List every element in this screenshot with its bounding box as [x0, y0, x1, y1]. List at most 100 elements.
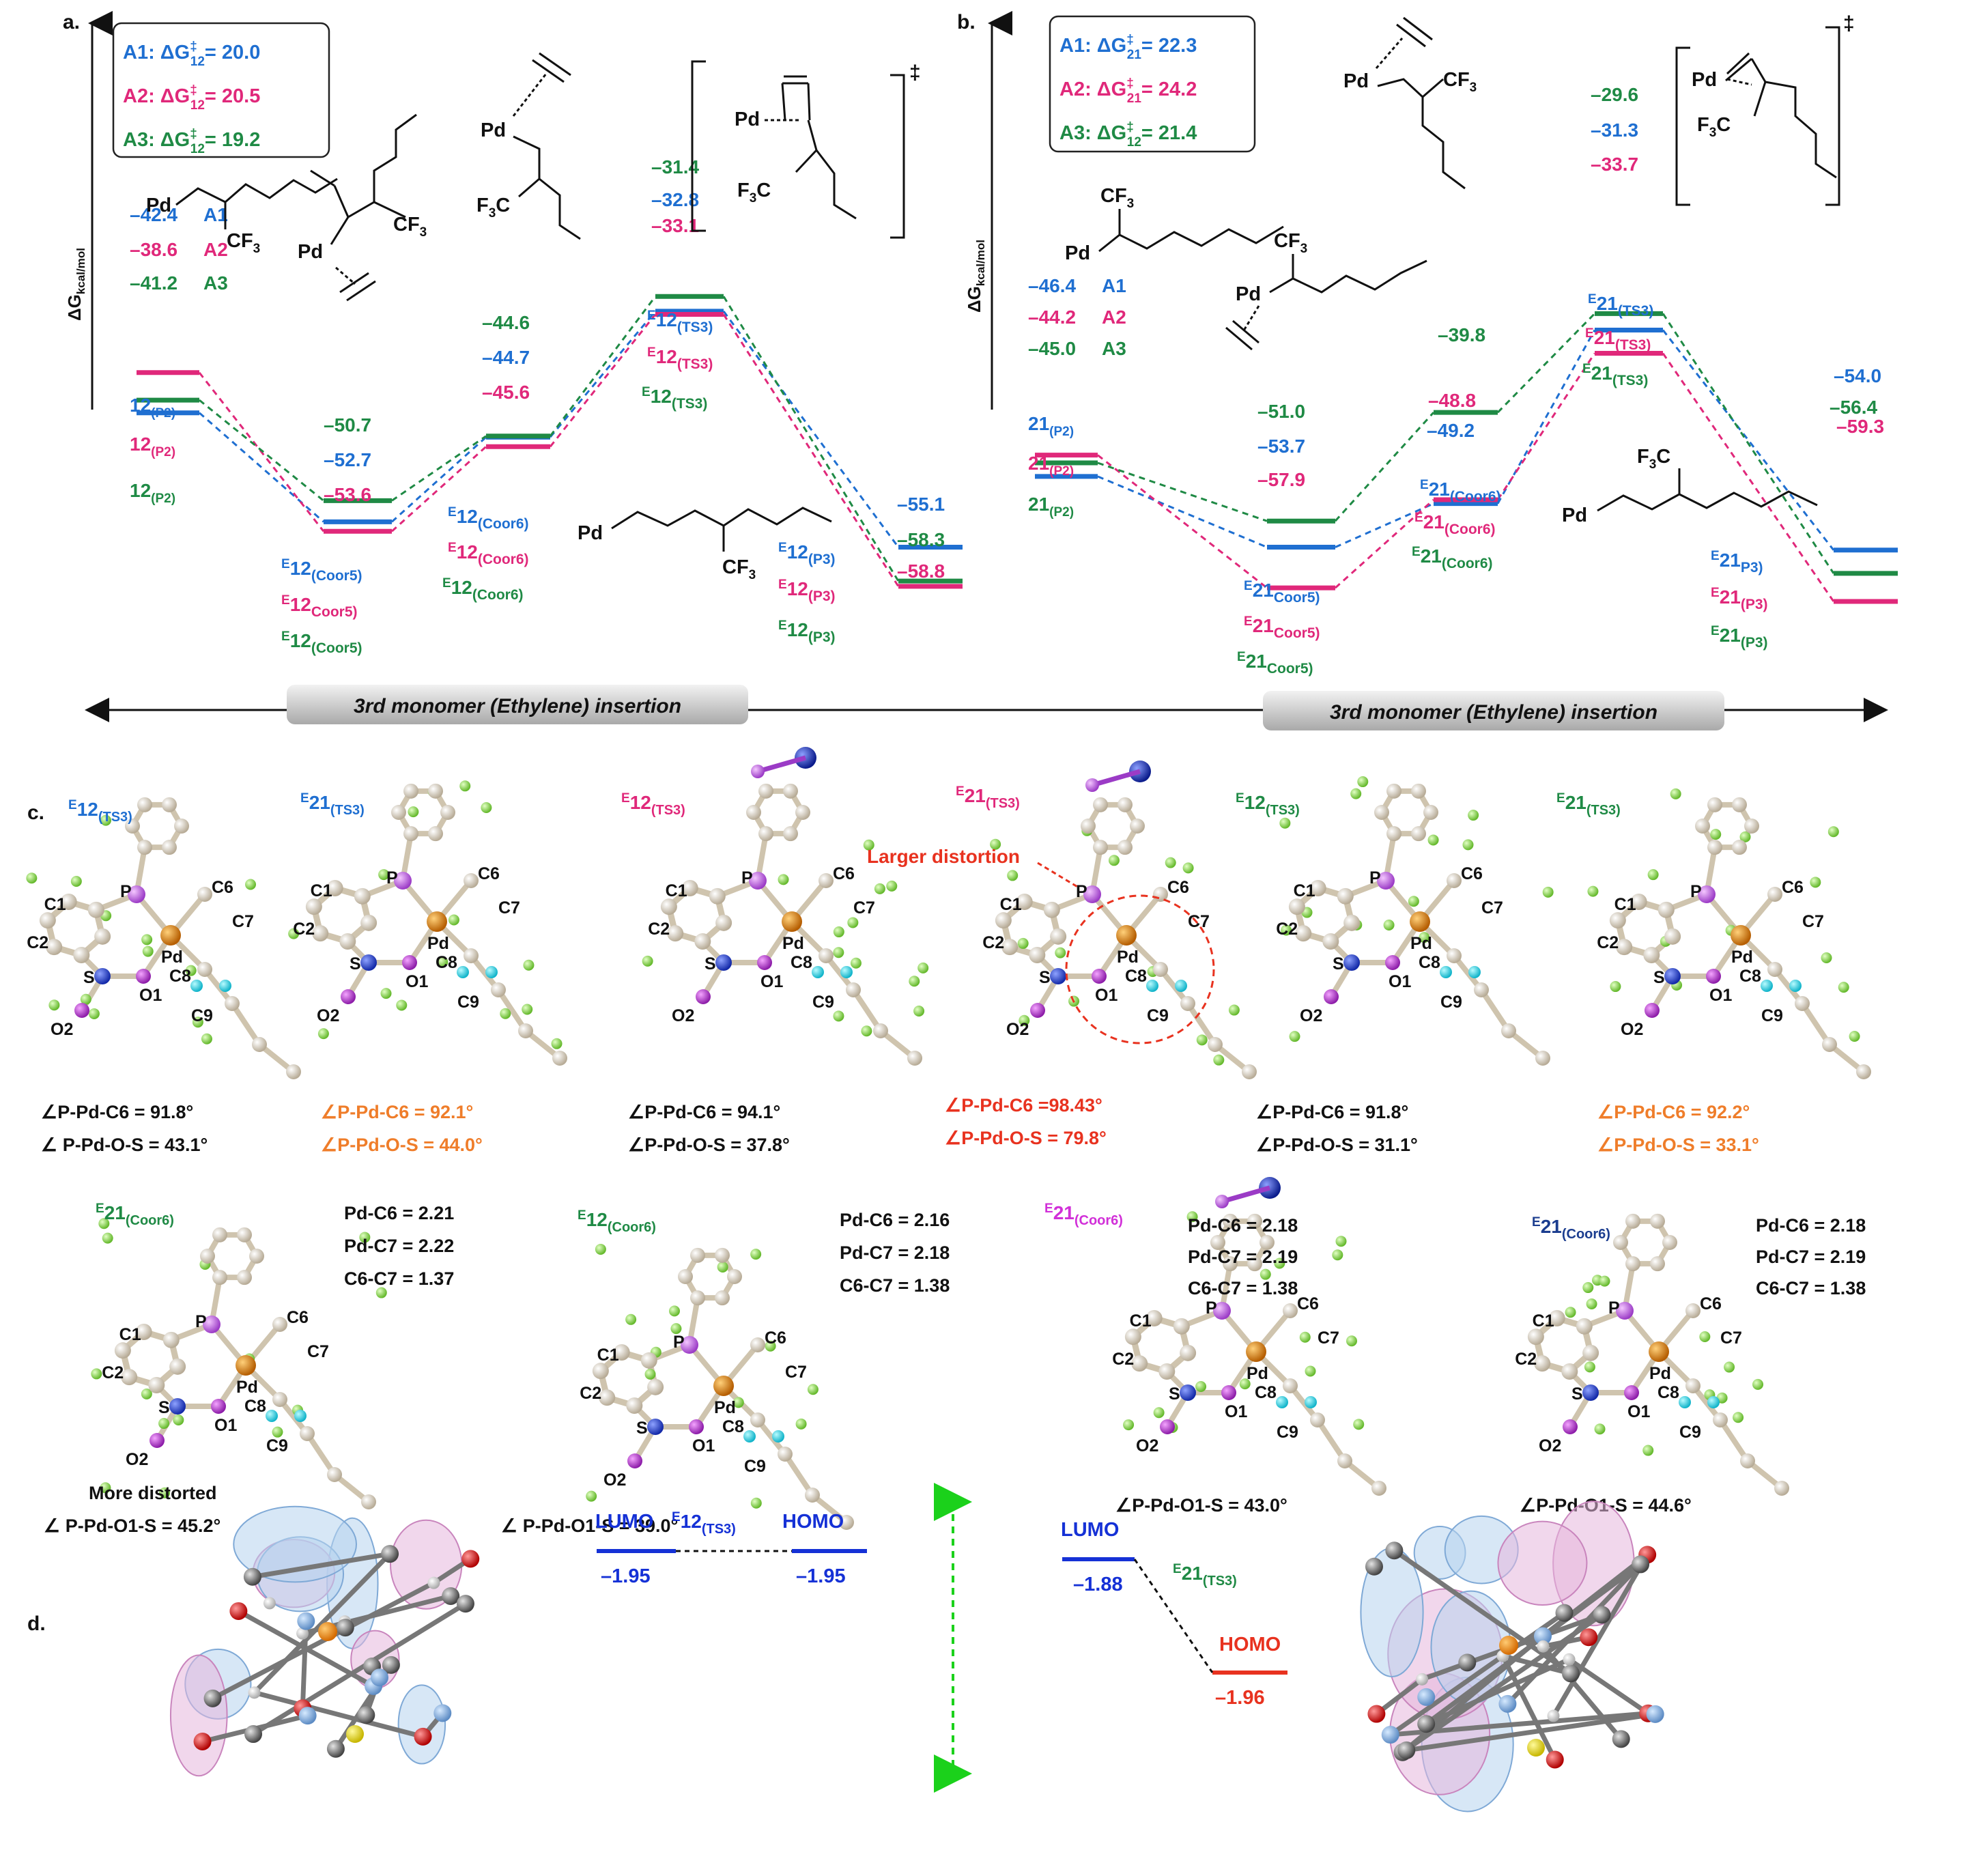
coor5-value-b3: –51.0: [1257, 401, 1305, 422]
atom-label: Pd: [714, 1398, 736, 1417]
atom-label: C9: [1147, 1006, 1169, 1025]
atom-label: C1: [1533, 1311, 1554, 1331]
cf3-label-coor5-b: CF3: [1274, 230, 1307, 256]
atom-label: C9: [744, 1457, 766, 1476]
atom-label: C6: [1461, 864, 1483, 883]
atom-label: C2: [982, 933, 1004, 952]
p2-value-b1: –46.4: [1028, 275, 1076, 296]
atom-label: C8: [791, 953, 812, 972]
bond-3-pdc7: Pd-C7 = 2.19: [1188, 1247, 1298, 1267]
atom-label: C9: [1440, 993, 1462, 1012]
atom-label: C6: [833, 864, 855, 883]
atom-label: C1: [1294, 881, 1315, 900]
coor5-label-b1: E21Coor5): [1244, 579, 1320, 606]
atom-label: C8: [1125, 967, 1147, 986]
bond-1-c6c7: C6-C7 = 1.37: [344, 1268, 454, 1289]
p3-label-b3: E21(P3): [1711, 624, 1768, 651]
ts3-label-a3: E12(TS3): [642, 385, 707, 412]
atom-label: C8: [169, 967, 191, 986]
legend-entry-a1: A1: ΔG‡21= 22.3: [1059, 33, 1197, 62]
bond-3-c6c7: C6-C7 = 1.38: [1188, 1278, 1298, 1298]
pd-label-ts3-a: Pd: [735, 109, 760, 130]
atom-label: C8: [436, 953, 457, 972]
angle-coor6-3: ∠P-Pd-O1-S = 43.0°: [1115, 1495, 1287, 1516]
atom-label: Pd: [1117, 948, 1139, 967]
atom-label: P: [1369, 868, 1381, 887]
atom-label: Pd: [1731, 948, 1753, 967]
cf3-label-coor5-a: CF3: [393, 214, 427, 240]
coor5-value-a1: –52.7: [324, 449, 371, 470]
coor5-label-b2: E21Coor5): [1244, 614, 1320, 641]
p2-value-b2: –44.2: [1028, 307, 1076, 328]
ts3-value-b1: –31.3: [1591, 119, 1638, 141]
atom-label: C2: [648, 920, 670, 939]
atom-label: P: [1690, 882, 1702, 901]
panel-a-energy-diagram: ΔGkcal/mol A1: ΔG‡12= 20.0A2: ΔG‡12= 20.…: [64, 11, 963, 656]
p2-tag-b1: A1: [1102, 275, 1126, 296]
atom-label: O1: [692, 1436, 715, 1455]
pd-label-coor6-b: Pd: [1343, 70, 1369, 92]
lumo-label-right: LUMO: [1061, 1519, 1119, 1541]
pd-label-coor5-b: Pd: [1236, 283, 1261, 305]
coor6-value-b3: –39.8: [1438, 324, 1485, 345]
panel-a-y-axis-label: ΔGkcal/mol: [64, 248, 87, 321]
panel-b-y-axis-label: ΔGkcal/mol: [964, 240, 987, 313]
p3-value-b3: –56.4: [1830, 397, 1877, 418]
structure-coor5-a: [310, 113, 417, 302]
f3c-label-ts3-a: F3C: [737, 180, 771, 205]
bond-2-c6c7: C6-C7 = 1.38: [840, 1275, 950, 1296]
ts3-label-b2: E21(TS3): [1585, 326, 1651, 353]
atom-label: O2: [126, 1450, 148, 1469]
atom-label: Pd: [1247, 1364, 1268, 1383]
ts3-value-b2: –33.7: [1591, 154, 1638, 175]
atom-label: O1: [1627, 1402, 1650, 1421]
pd-label-coor6-a: Pd: [481, 119, 506, 141]
atom-label: C1: [666, 881, 687, 900]
atom-label: P: [1076, 882, 1087, 901]
coor6-value-a2: –45.6: [482, 382, 530, 403]
panel-letter-d: d.: [27, 1612, 46, 1635]
f3c-label-coor6-a: F3C: [476, 195, 510, 221]
ts3-struct-label-5: E12(TS3): [1236, 791, 1300, 818]
pd-label-coor5-a: Pd: [298, 241, 323, 263]
ts3-struct-label-6: E21(TS3): [1556, 791, 1621, 818]
atom-label: S: [636, 1419, 648, 1438]
atom-label: C8: [1419, 953, 1440, 972]
ts3-label-left: E12(TS3): [672, 1510, 736, 1537]
atom-label: C8: [1255, 1383, 1277, 1402]
ts3-struct-label-3: E12(TS3): [621, 791, 685, 818]
atom-label: C1: [1614, 895, 1636, 914]
dagger-a: ‡: [909, 61, 921, 84]
orbital-structure: [1360, 1501, 1664, 1813]
pd-label-p2-b: Pd: [1065, 242, 1090, 264]
connector-a1: [549, 310, 657, 438]
dagger-b: ‡: [1843, 12, 1855, 35]
cf3-label-p2-a: CF3: [227, 230, 260, 256]
atom-label: C9: [457, 993, 479, 1012]
atom-label: C9: [1761, 1006, 1783, 1025]
bond-1-pdc7: Pd-C7 = 2.22: [344, 1236, 454, 1256]
homo-value-right: –1.96: [1215, 1687, 1265, 1709]
ts3-label-b3: E21(TS3): [1582, 362, 1648, 388]
ts3-value-b3: –29.6: [1591, 84, 1638, 105]
panel-d-orbitals: [169, 1501, 1664, 1813]
p2-label-a3: 12(P2): [130, 480, 175, 506]
atom-label: C6: [1700, 1294, 1722, 1313]
distortion-circle: [1065, 894, 1215, 1044]
atom-label: S: [350, 954, 361, 973]
ts3-label-b1: E21(TS3): [1588, 292, 1653, 319]
atom-label: S: [1333, 954, 1344, 973]
structure-p2-a: [175, 177, 338, 229]
f3c-label-ts3-b: F3C: [1697, 114, 1731, 140]
atom-label: C6: [478, 864, 500, 883]
bond-4-pdc6: Pd-C6 = 2.18: [1756, 1215, 1866, 1236]
atom-label: S: [1571, 1384, 1583, 1404]
p2-tag-a3: A3: [203, 272, 228, 294]
panel-c-structures: PPdC1C2SO1O2C6C7C8C9PPdC1C2SO1O2C6C7C8C9…: [26, 747, 1871, 1530]
p3-label-a1: E12(P3): [778, 541, 836, 567]
coor5-value-b1: –53.7: [1257, 436, 1305, 457]
